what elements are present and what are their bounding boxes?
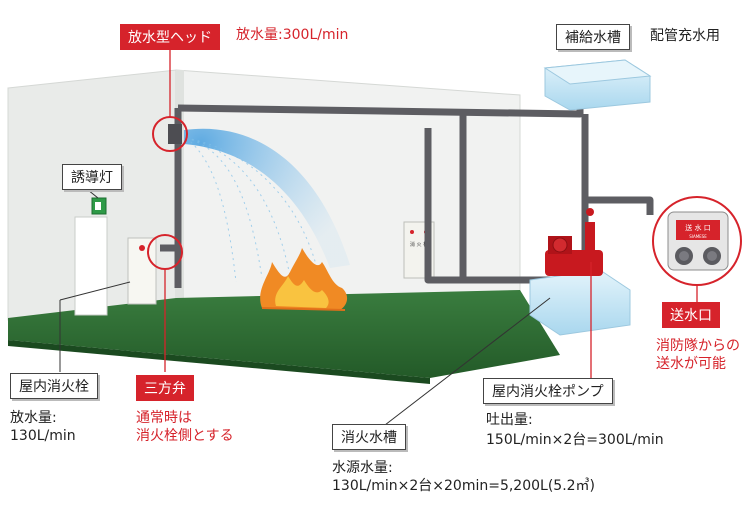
supply-tank-label: 補給水槽 [556, 24, 630, 50]
pipe-fill-label: 配管充水用 [650, 28, 720, 44]
guide-light-figure [95, 202, 101, 210]
inlet-note-2: 送水が可能 [656, 356, 726, 372]
pump-flow-value: 150L/min×2台=300L/min [486, 432, 664, 448]
right-back-wall [175, 69, 521, 301]
panel-lamp-1 [410, 230, 414, 234]
siamese-inlet: 送 水 口 SIAMESE [667, 211, 729, 271]
hydrant-lamp [139, 245, 145, 251]
pump-illustration [545, 208, 603, 276]
supply-tank-illustration [543, 59, 652, 111]
inlet-note-1: 消防隊からの [656, 338, 740, 354]
valve-note-1: 通常時は [136, 410, 192, 426]
pump-label: 屋内消火栓ポンプ [483, 378, 613, 404]
hydrant-flow-value: 130L/min [10, 428, 76, 444]
tank-label: 消火水槽 [332, 424, 406, 450]
inlet-plate-label: 送 水 口 [685, 223, 710, 232]
sprinkler-head-nozzle [168, 124, 182, 144]
panel-text: 消 火 栓 [410, 241, 428, 248]
inlet-plate-sublabel: SIAMESE [689, 234, 707, 239]
pump-flow-title: 吐出量: [486, 412, 533, 428]
valve-label: 三方弁 [136, 375, 194, 401]
tank-volume-title: 水源水量: [332, 460, 393, 476]
hydrant-label: 屋内消火栓 [10, 373, 98, 399]
valve-note-2: 消火栓側とする [136, 428, 234, 444]
guide-light-label: 誘導灯 [62, 164, 122, 190]
hydrant-flow-title: 放水量: [10, 410, 57, 426]
spray-droplets [185, 137, 319, 283]
head-flow-label: 放水量:300L/min [236, 27, 349, 43]
floor-front-edge [8, 340, 430, 384]
fire-illustration [260, 248, 348, 311]
inlet-label: 送水口 [662, 302, 720, 328]
tank-volume-value: 130L/min×2台×20min=5,200L(5.2㎥) [332, 478, 596, 494]
water-spray [184, 128, 350, 268]
red-leader-lines [164, 49, 698, 378]
door [74, 216, 108, 316]
fire-water-tank [529, 269, 631, 336]
head-label: 放水型ヘッド [120, 24, 220, 50]
floor [8, 290, 560, 378]
